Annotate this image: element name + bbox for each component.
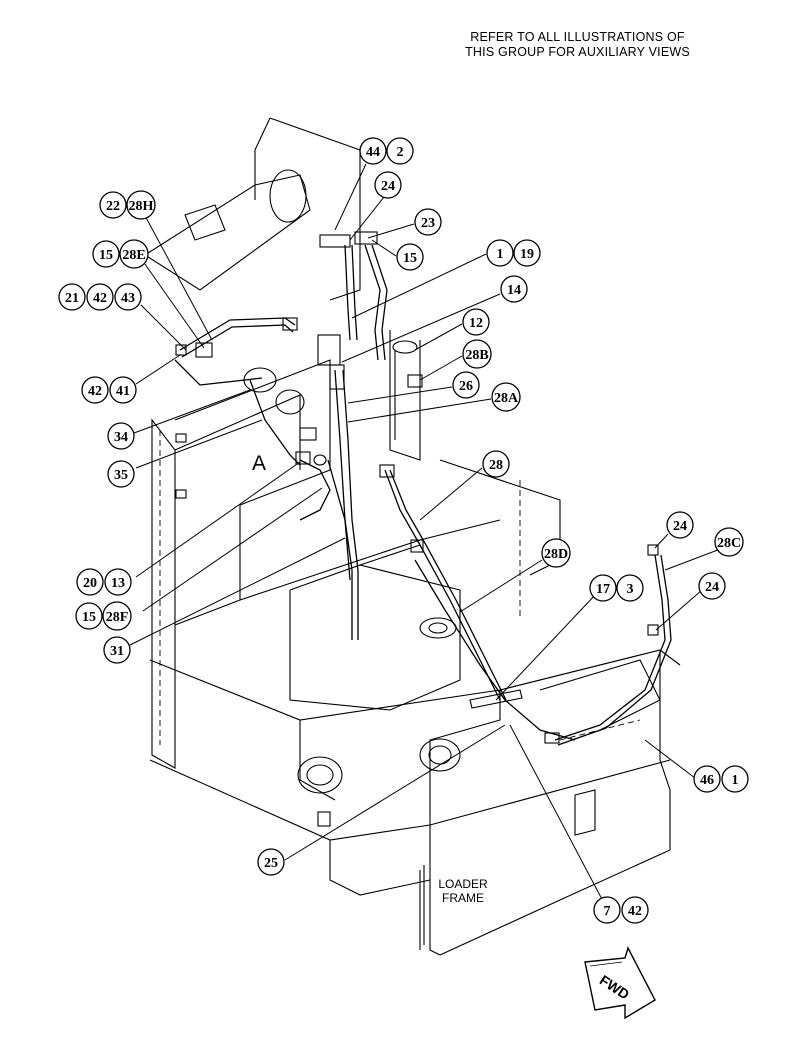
callout-2-top: 2 (386, 137, 414, 165)
callout-15-lower: 15 (75, 602, 103, 630)
callout-26: 26 (452, 371, 480, 399)
svg-text:28: 28 (489, 458, 503, 473)
callout-12: 12 (462, 308, 490, 336)
svg-text:20: 20 (83, 576, 97, 591)
svg-text:43: 43 (121, 291, 135, 306)
svg-text:46: 46 (700, 773, 714, 788)
callout-42-upper: 42 (86, 283, 114, 311)
loader-frame-structure (143, 117, 681, 956)
svg-text:1: 1 (497, 247, 504, 262)
fwd-arrow-icon: FWD (584, 946, 656, 1020)
svg-text:41: 41 (116, 384, 130, 399)
hoses-and-tubes (174, 231, 672, 746)
callout-43: 43 (114, 283, 142, 311)
svg-text:24: 24 (673, 519, 687, 534)
callout-35: 35 (107, 460, 135, 488)
svg-text:2: 2 (397, 145, 404, 160)
callout-3: 3 (616, 574, 644, 602)
svg-text:21: 21 (65, 291, 79, 306)
callout-34: 34 (107, 422, 135, 450)
callout-15-left: 15 (92, 240, 120, 268)
callout-24-right-lower: 24 (698, 572, 726, 600)
svg-text:3: 3 (627, 582, 634, 597)
callout-23: 23 (414, 208, 442, 236)
svg-text:15: 15 (403, 251, 417, 266)
callout-42-lower: 42 (81, 376, 109, 404)
callout-31: 31 (103, 636, 131, 664)
auxiliary-views-note: REFER TO ALL ILLUSTRATIONS OF THIS GROUP… (430, 30, 725, 60)
callout-15-top: 15 (396, 243, 424, 271)
callout-24-top: 24 (374, 171, 402, 199)
leader-lines (129, 163, 724, 906)
callout-22: 22 (99, 191, 127, 219)
callout-28f: 28F (102, 601, 132, 631)
svg-text:23: 23 (421, 216, 435, 231)
callout-19: 19 (513, 239, 541, 267)
svg-text:42: 42 (88, 384, 102, 399)
auxiliary-views-note-line2: THIS GROUP FOR AUXILIARY VIEWS (465, 45, 690, 59)
svg-text:15: 15 (99, 248, 113, 263)
loader-frame-label-line2: FRAME (442, 891, 484, 905)
svg-text:28D: 28D (544, 547, 568, 562)
svg-text:14: 14 (507, 283, 521, 298)
svg-text:17: 17 (596, 582, 610, 597)
svg-text:24: 24 (705, 580, 719, 595)
callout-28h: 28H (126, 190, 156, 220)
callout-42-bottom: 42 (621, 896, 649, 924)
view-letter-a: A (252, 452, 267, 475)
callout-1-top: 1 (486, 239, 514, 267)
svg-text:28H: 28H (129, 199, 154, 214)
callout-28e: 28E (119, 239, 149, 269)
svg-text:24: 24 (381, 179, 395, 194)
svg-text:19: 19 (520, 247, 534, 262)
callout-24-right-upper: 24 (666, 511, 694, 539)
callout-1-lower: 1 (721, 765, 749, 793)
svg-text:15: 15 (82, 610, 96, 625)
svg-text:28C: 28C (717, 536, 741, 551)
svg-text:44: 44 (366, 145, 380, 160)
svg-text:35: 35 (114, 468, 128, 483)
callout-bubbles: 44 2 24 23 15 1 19 14 12 28B 26 28A 28 2… (58, 137, 749, 924)
callout-28: 28 (482, 450, 510, 478)
callout-46: 46 (693, 765, 721, 793)
callout-28b: 28B (462, 339, 492, 369)
svg-text:28F: 28F (106, 610, 129, 625)
loader-frame-label: LOADER FRAME (430, 877, 496, 905)
svg-text:28E: 28E (122, 248, 145, 263)
callout-28a: 28A (491, 382, 521, 412)
svg-text:12: 12 (469, 316, 483, 331)
callout-41: 41 (109, 376, 137, 404)
svg-text:26: 26 (459, 379, 473, 394)
callout-44: 44 (359, 137, 387, 165)
svg-text:7: 7 (604, 904, 611, 919)
svg-text:13: 13 (111, 576, 125, 591)
loader-frame-label-line1: LOADER (438, 877, 488, 891)
svg-text:42: 42 (628, 904, 642, 919)
callout-13: 13 (104, 568, 132, 596)
svg-text:1: 1 (732, 773, 739, 788)
callout-28c: 28C (714, 527, 744, 557)
svg-text:34: 34 (114, 430, 128, 445)
svg-text:42: 42 (93, 291, 107, 306)
svg-text:25: 25 (264, 856, 278, 871)
callout-7: 7 (593, 896, 621, 924)
svg-text:28A: 28A (494, 391, 519, 406)
callout-25: 25 (257, 848, 285, 876)
svg-text:31: 31 (110, 644, 124, 659)
svg-text:22: 22 (106, 199, 120, 214)
auxiliary-views-note-line1: REFER TO ALL ILLUSTRATIONS OF (470, 30, 685, 44)
callout-28d: 28D (541, 538, 571, 568)
callout-14: 14 (500, 275, 528, 303)
callout-17: 17 (589, 574, 617, 602)
callout-21: 21 (58, 283, 86, 311)
callout-20: 20 (76, 568, 104, 596)
svg-text:28B: 28B (465, 348, 488, 363)
